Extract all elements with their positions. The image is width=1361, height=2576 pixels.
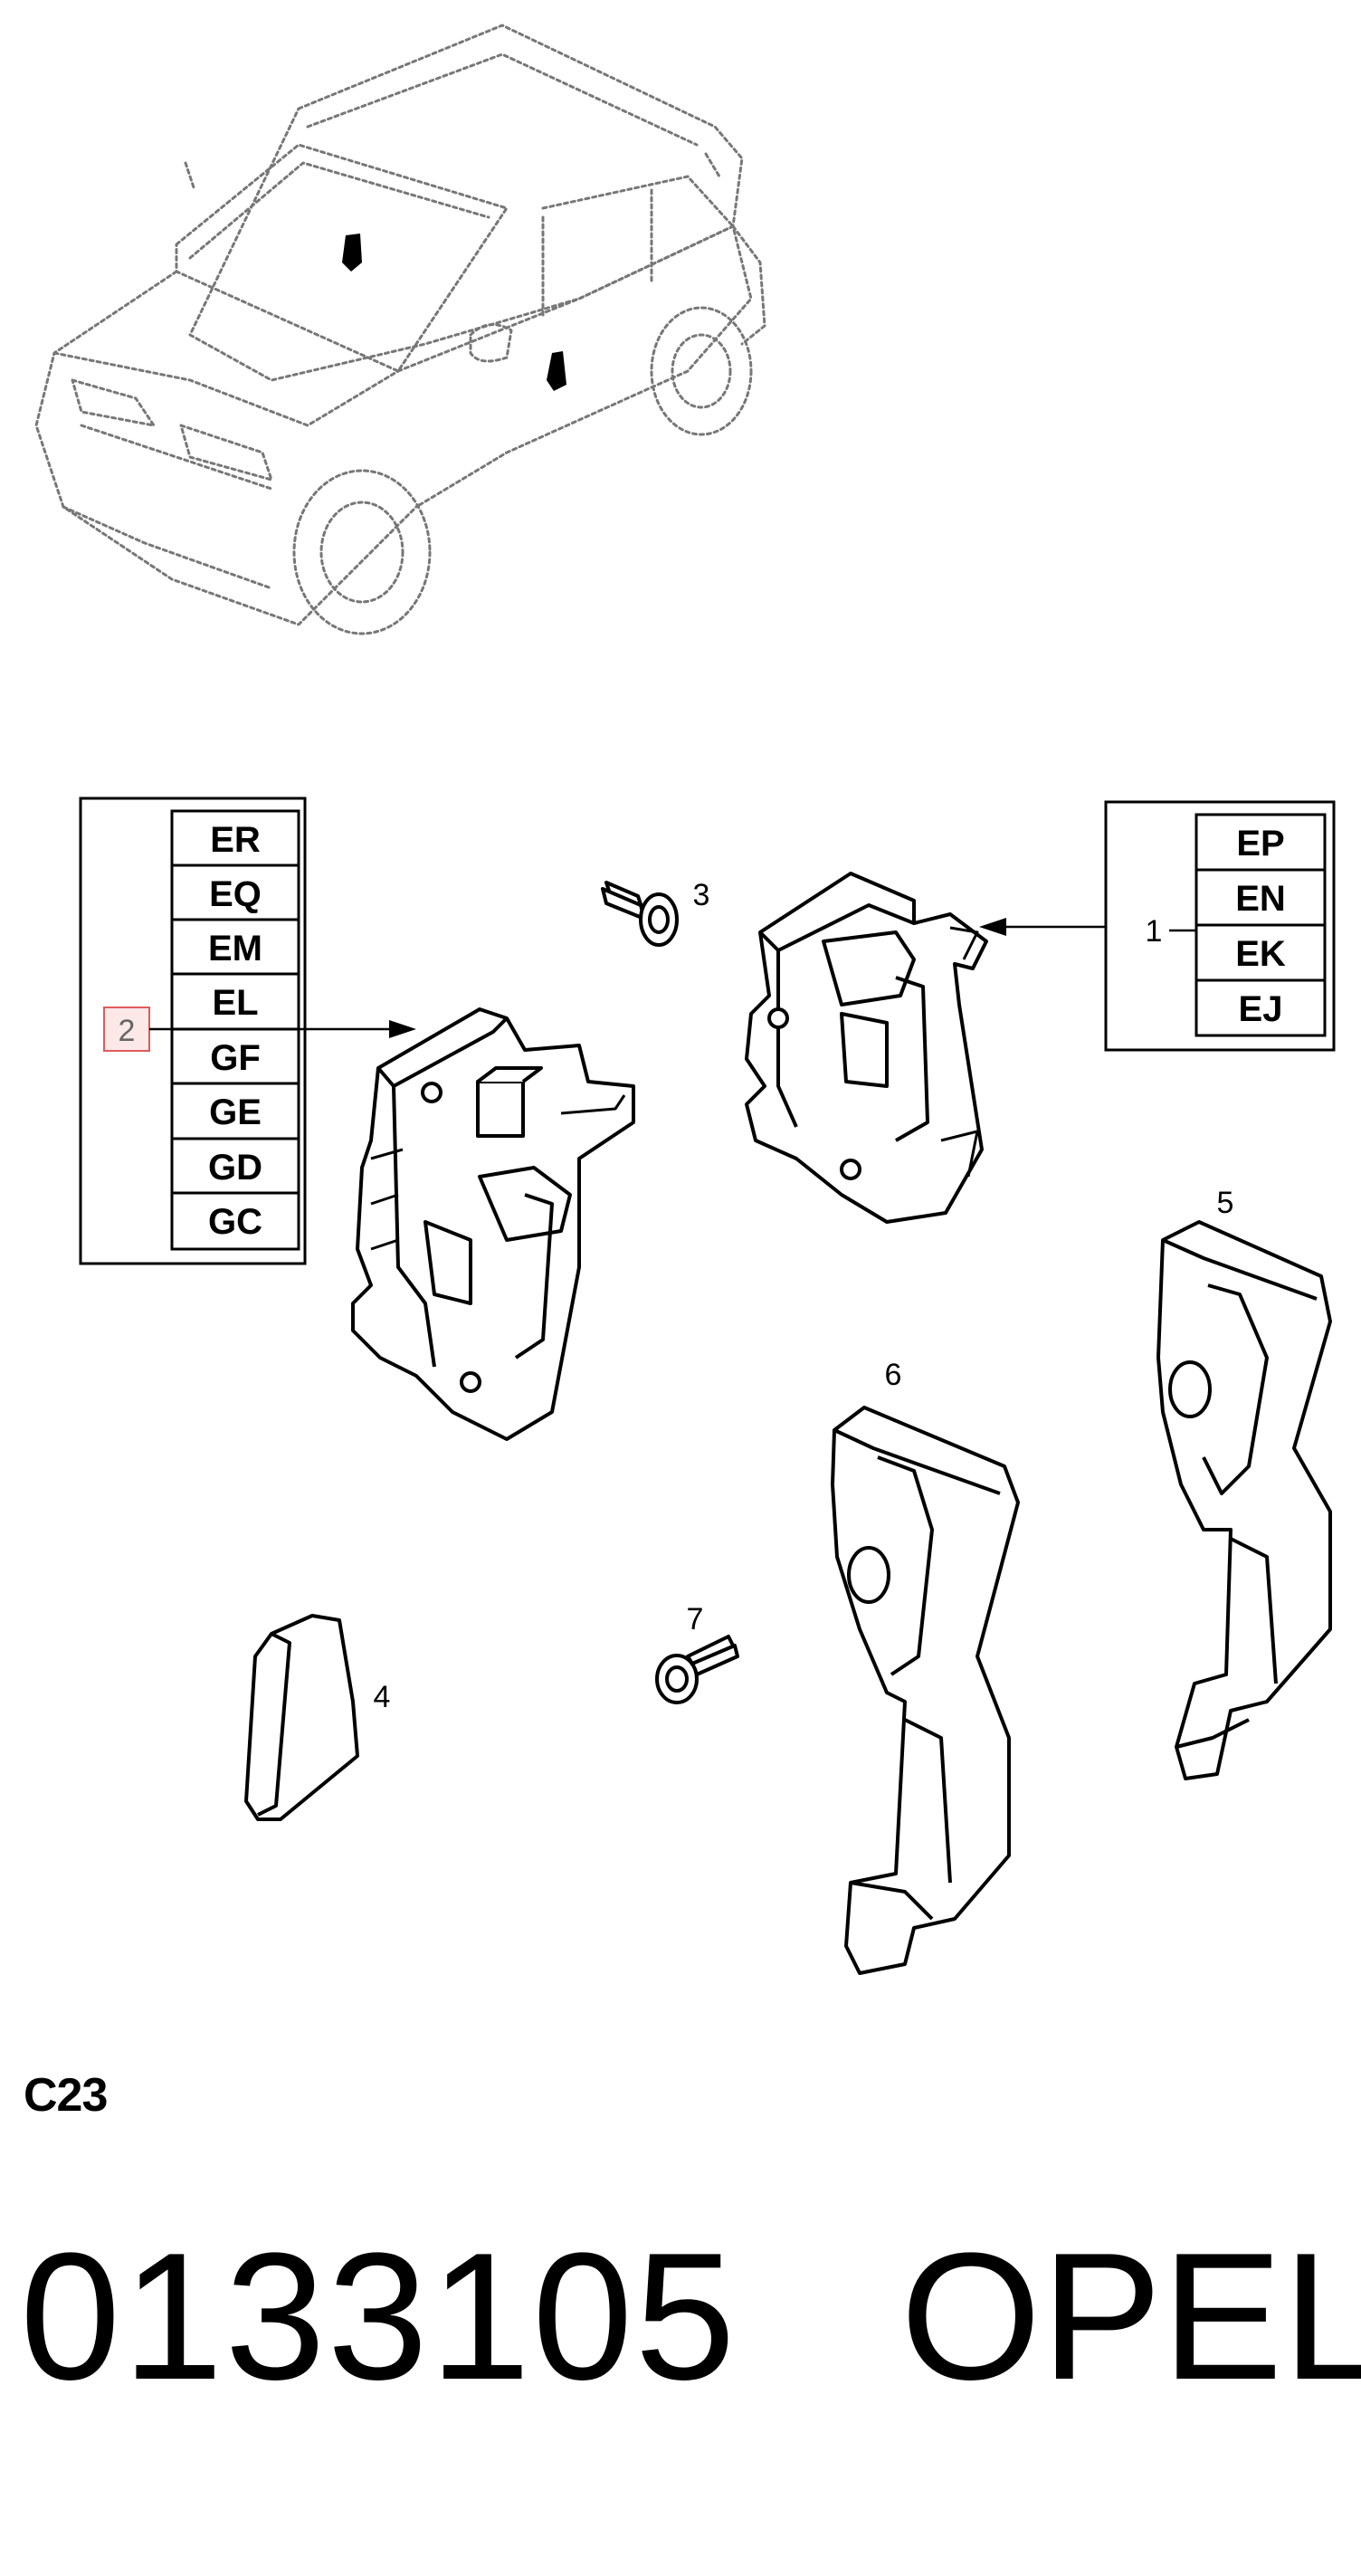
- part-7-screw: [655, 1635, 739, 1704]
- part-1-door-lock: [745, 872, 988, 1224]
- code-table-right: EP EN EK EJ 1: [979, 800, 1336, 1052]
- code-er: ER: [210, 820, 261, 860]
- code-en: EN: [1235, 879, 1286, 919]
- brand-name: OPEL: [900, 2216, 1361, 2418]
- part-2-door-lock: [351, 1007, 635, 1441]
- callout-7[interactable]: 7: [687, 1602, 704, 1636]
- code-eq: EQ: [209, 874, 262, 914]
- code-ep: EP: [1236, 824, 1284, 863]
- part-4-cover: [244, 1614, 359, 1821]
- code-table-left: ER EQ EM EL GF GE GD GC 2: [79, 797, 416, 1265]
- code-gf: GF: [210, 1038, 261, 1078]
- code-ej: EJ: [1239, 989, 1283, 1029]
- callout-4[interactable]: 4: [374, 1680, 391, 1714]
- part-number: 0133105: [20, 2216, 738, 2418]
- code-ek: EK: [1235, 934, 1286, 974]
- code-gd: GD: [208, 1148, 262, 1188]
- callout-6[interactable]: 6: [885, 1358, 902, 1392]
- callout-3[interactable]: 3: [693, 878, 710, 912]
- part-5-bracket: [1156, 1220, 1332, 1780]
- callout-5[interactable]: 5: [1217, 1186, 1234, 1220]
- page-code: C23: [24, 2069, 108, 2122]
- code-gc: GC: [208, 1202, 262, 1242]
- code-ge: GE: [209, 1092, 262, 1132]
- code-em: EM: [208, 929, 262, 968]
- callout-2-highlight[interactable]: [103, 1007, 150, 1052]
- code-el: EL: [212, 983, 258, 1023]
- callout-1[interactable]: 1: [1146, 914, 1163, 949]
- location-marker-front: [342, 234, 362, 272]
- location-marker-side: [547, 351, 566, 391]
- car-illustration: [34, 24, 766, 635]
- callout-2[interactable]: 2: [119, 1014, 136, 1048]
- part-6-bracket: [831, 1406, 1020, 1975]
- part-3-screw: [601, 881, 679, 947]
